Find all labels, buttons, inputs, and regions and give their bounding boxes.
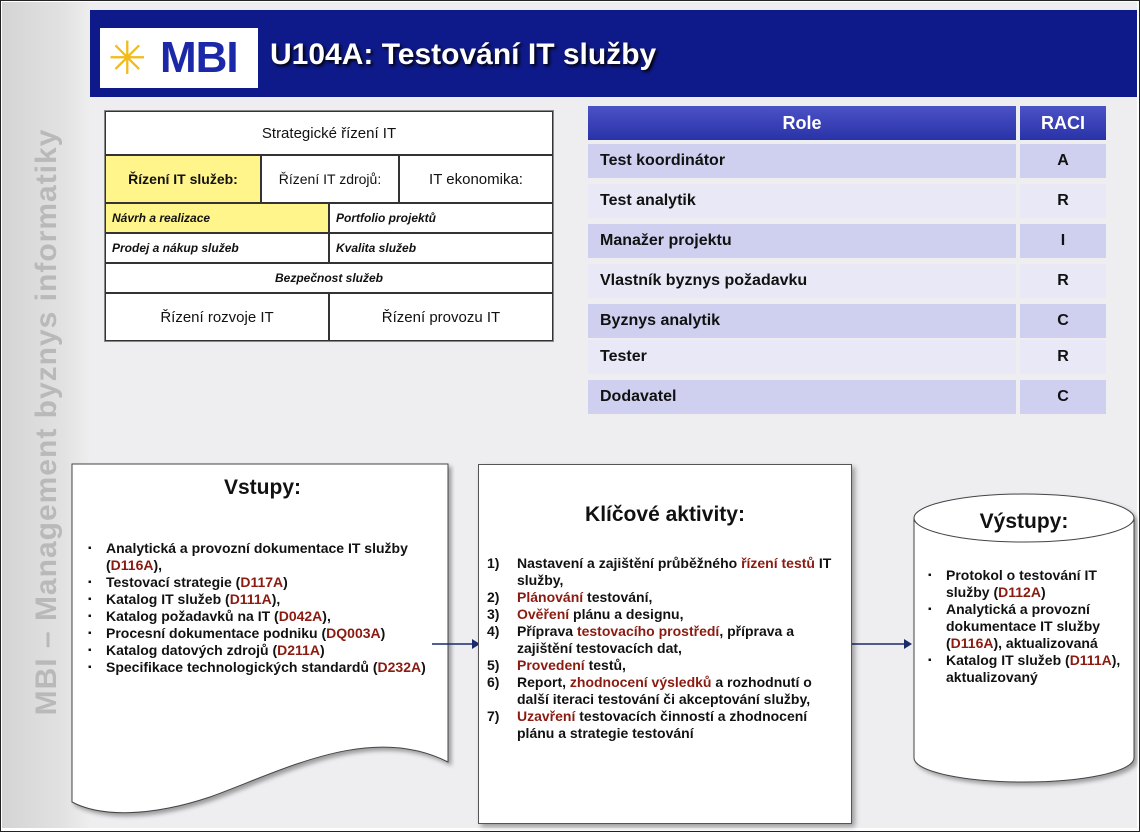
sidebar-title: MBI – Management byznys informatiky bbox=[30, 128, 63, 716]
activities-title: Klíčové aktivity: bbox=[585, 503, 745, 526]
raci-value: A bbox=[1020, 144, 1106, 178]
matrix-col-services: Řízení IT služeb: bbox=[105, 155, 261, 203]
list-item: Katalog datových zdrojů (D211A) bbox=[86, 642, 431, 659]
raci-header-role: Role bbox=[588, 106, 1016, 140]
matrix-ops: Řízení provozu IT bbox=[329, 293, 553, 341]
activity-number: 5) bbox=[487, 657, 500, 673]
sun-icon: ✳ bbox=[108, 32, 147, 84]
activity-text: Příprava bbox=[517, 623, 577, 639]
raci-value: C bbox=[1020, 304, 1106, 338]
activity-number: 2) bbox=[487, 589, 500, 605]
inputs-title: Vstupy: bbox=[223, 476, 301, 499]
logo-text: MBI bbox=[160, 33, 239, 82]
matrix-cell-security: Bezpečnost služeb bbox=[105, 263, 553, 293]
activity-highlight: Plánování bbox=[517, 589, 584, 605]
activity-highlight: zhodnocení výsledků bbox=[569, 674, 712, 690]
activity-text: testování, bbox=[583, 589, 653, 605]
activity-text: Report, bbox=[517, 674, 570, 690]
raci-role: Dodavatel bbox=[588, 380, 1016, 414]
inputs-list: Analytická a provozní dokumentace IT slu… bbox=[86, 540, 431, 676]
raci-role: Byznys analytik bbox=[588, 304, 1016, 338]
arrow-inputs-to-activities bbox=[432, 639, 480, 649]
activity-text: IT služby, bbox=[517, 555, 832, 588]
raci-role: Manažer projektu bbox=[588, 224, 1016, 258]
raci-role: Test analytik bbox=[588, 184, 1016, 218]
raci-role: Vlastník byznys požadavku bbox=[588, 264, 1016, 298]
list-item: 1) Nastavení a zajištění průběžného řízen… bbox=[487, 555, 847, 589]
raci-value: I bbox=[1020, 224, 1106, 258]
list-item: Testovací strategie (D117A) bbox=[86, 574, 431, 591]
matrix-cell-quality: Kvalita služeb bbox=[329, 233, 553, 263]
outputs-title: Výstupy: bbox=[979, 510, 1069, 533]
list-item: 4) Příprava testovacího prostředí, přípra… bbox=[487, 623, 847, 657]
activity-number: 3) bbox=[487, 606, 500, 622]
raci-role: Tester bbox=[588, 340, 1016, 374]
activity-number: 7) bbox=[487, 708, 500, 724]
list-item: 2) Plánování testování, bbox=[487, 589, 847, 606]
raci-value: C bbox=[1020, 380, 1106, 414]
activity-number: 6) bbox=[487, 674, 500, 690]
list-item: Procesní dokumentace podniku (DQ003A) bbox=[86, 625, 431, 642]
matrix-cell-sales: Prodej a nákup služeb bbox=[105, 233, 329, 263]
mbi-logo: ✳ MBI bbox=[100, 28, 258, 88]
activity-highlight: Ověření bbox=[517, 606, 570, 622]
matrix-cell-portfolio: Portfolio projektů bbox=[329, 203, 553, 233]
activity-number: 4) bbox=[487, 623, 500, 639]
list-item: 3) Ověření plánu a designu, bbox=[487, 606, 847, 623]
raci-value: R bbox=[1020, 340, 1106, 374]
activity-text: Nastavení a zajištění průběžného bbox=[517, 555, 742, 571]
raci-value: R bbox=[1020, 264, 1106, 298]
list-item: 6) Report, zhodnocení výsledků a rozhodnu… bbox=[487, 674, 847, 708]
activities-list: 1) Nastavení a zajištění průběžného řízen… bbox=[487, 555, 847, 742]
list-item: 5) Provedení testů, bbox=[487, 657, 847, 674]
header-bar: ✳ MBI U104A: Testování IT služby bbox=[90, 10, 1137, 97]
list-item: Katalog IT služeb (D111A), aktualizovaný bbox=[926, 652, 1126, 686]
outputs-list: Protokol o testování IT služby (D112A) A… bbox=[926, 567, 1126, 686]
strategy-matrix: Strategické řízení IT Řízení IT služeb: … bbox=[104, 110, 554, 342]
activity-number: 1) bbox=[487, 555, 500, 571]
matrix-dev: Řízení rozvoje IT bbox=[105, 293, 329, 341]
activity-highlight: řízení testů bbox=[741, 555, 815, 571]
raci-role: Test koordinátor bbox=[588, 144, 1016, 178]
matrix-col-economics: IT ekonomika: bbox=[399, 155, 553, 203]
list-item: Analytická a provozní dokumentace IT slu… bbox=[86, 540, 431, 574]
activity-highlight: Provedení bbox=[517, 657, 585, 673]
matrix-col-resources: Řízení IT zdrojů: bbox=[261, 155, 399, 203]
page-title: U104A: Testování IT služby bbox=[270, 38, 657, 71]
raci-value: R bbox=[1020, 184, 1106, 218]
activity-text: plánu a designu, bbox=[569, 606, 684, 622]
activity-text: testů, bbox=[584, 657, 626, 673]
raci-header-raci: RACI bbox=[1020, 106, 1106, 140]
activities-box: Klíčové aktivity: 1) Nastavení a zajištěn… bbox=[478, 464, 852, 824]
list-item: Katalog požadavků na IT (D042A), bbox=[86, 608, 431, 625]
activity-text: , příprava a zajištění testovacích dat, bbox=[517, 623, 795, 656]
activity-highlight: Uzavření bbox=[517, 708, 576, 724]
activity-highlight: testovacího prostředí bbox=[576, 623, 720, 639]
list-item: 7) Uzavření testovacích činností a zhodno… bbox=[487, 708, 847, 742]
list-item: Analytická a provozní dokumentace IT slu… bbox=[926, 601, 1126, 652]
list-item: Specifikace technologických standardů (D… bbox=[86, 659, 431, 676]
matrix-top: Strategické řízení IT bbox=[105, 111, 553, 155]
matrix-cell-design: Návrh a realizace bbox=[105, 203, 329, 233]
activity-text: a rozhodnutí o další iteraci testování č… bbox=[517, 674, 812, 707]
list-item: Protokol o testování IT služby (D112A) bbox=[926, 567, 1126, 601]
arrow-activities-to-outputs bbox=[850, 639, 912, 649]
list-item: Katalog IT služeb (D111A), bbox=[86, 591, 431, 608]
activity-text: testovacích činností a zhodnocení plánu … bbox=[517, 708, 808, 741]
